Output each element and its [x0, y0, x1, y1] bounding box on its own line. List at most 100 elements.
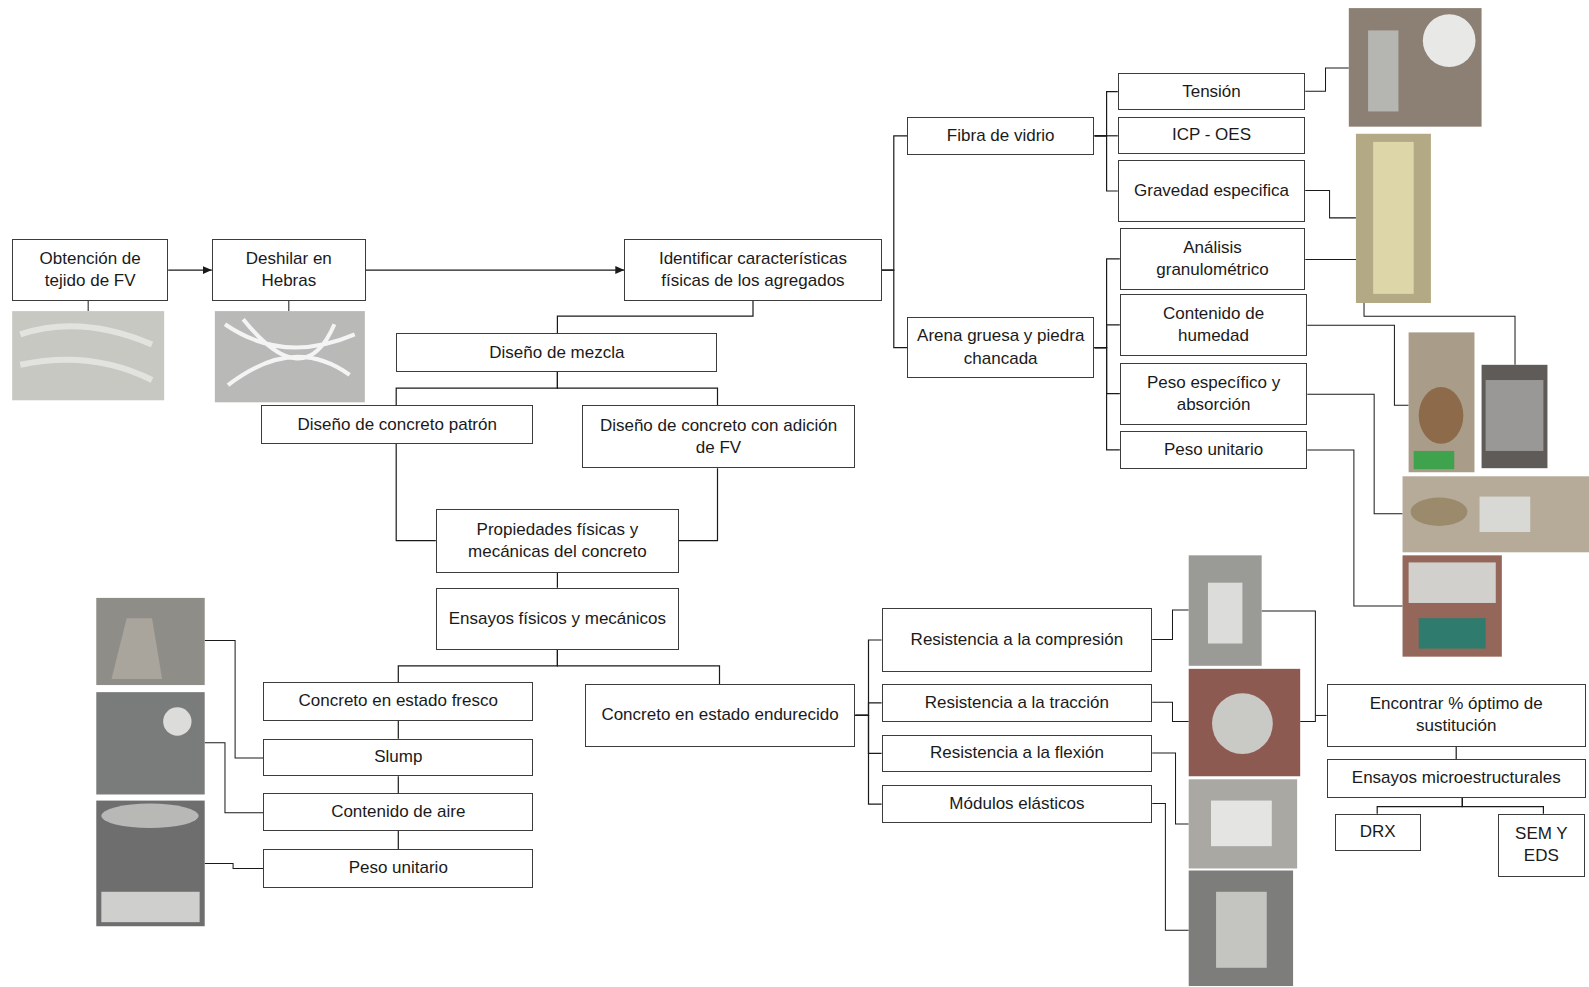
- box-label: Propiedades físicas y mecánicas del conc…: [445, 519, 670, 563]
- process-box: Slump: [263, 739, 533, 776]
- box-label: Peso específico y absorción: [1129, 372, 1298, 416]
- box-label: Resistencia a la compresión: [911, 629, 1124, 651]
- process-box: Diseño de concreto patrón: [261, 405, 533, 444]
- box-label: Análisis granulométrico: [1129, 237, 1296, 281]
- leader-line: [1305, 68, 1349, 91]
- process-box: Fibra de vidrio: [907, 117, 1094, 156]
- leader-line: [1305, 191, 1356, 218]
- box-label: Ensayos físicos y mecánicos: [449, 608, 666, 630]
- box-label: SEM Y EDS: [1507, 823, 1576, 867]
- process-box: Ensayos físicos y mecánicos: [436, 588, 679, 650]
- connector: [398, 721, 399, 739]
- process-box: Módulos elásticos: [882, 785, 1153, 822]
- box-label: Contenido de humedad: [1129, 303, 1298, 347]
- photo: [96, 801, 204, 927]
- connector: [1456, 747, 1457, 759]
- photo: [96, 598, 204, 685]
- leader-line: [1307, 325, 1408, 405]
- process-box: Ensayos microestructurales: [1327, 759, 1586, 798]
- photo: [1409, 332, 1475, 472]
- leader-line: [1152, 804, 1188, 931]
- connector: [855, 640, 881, 715]
- box-label: Fibra de vidrio: [947, 125, 1055, 147]
- leader-line: [1307, 394, 1402, 514]
- photo: [1349, 8, 1482, 127]
- process-box: Peso específico y absorción: [1120, 363, 1307, 425]
- photo-detail: [111, 618, 162, 679]
- connector: [679, 468, 718, 540]
- box-label: ICP - OES: [1172, 124, 1251, 146]
- process-box: Arena gruesa y piedra chancada: [907, 317, 1094, 378]
- photo-detail: [163, 707, 191, 735]
- box-label: Módulos elásticos: [949, 793, 1084, 815]
- connector: [557, 650, 719, 684]
- photo-detail: [1486, 380, 1544, 451]
- process-box: ICP - OES: [1118, 117, 1305, 154]
- photo-detail: [1211, 801, 1272, 847]
- photo-detail: [1419, 618, 1486, 648]
- box-label: Concreto en estado endurecido: [601, 704, 838, 726]
- photo-detail: [1414, 451, 1455, 469]
- leader-line: [1152, 753, 1188, 824]
- box-label: Diseño de concreto patrón: [298, 414, 497, 436]
- photo-detail: [1368, 30, 1398, 111]
- process-box: Resistencia a la flexión: [882, 735, 1153, 772]
- box-label: Peso unitario: [349, 857, 448, 879]
- process-box: Resistencia a la compresión: [882, 608, 1153, 672]
- connector: [557, 573, 558, 588]
- process-box: Encontrar % óptimo de sustitución: [1327, 684, 1586, 747]
- photo-detail: [1373, 142, 1414, 294]
- process-box: Propiedades físicas y mecánicas del conc…: [436, 509, 679, 573]
- photo-detail: [101, 892, 199, 922]
- leader-line: [88, 301, 89, 311]
- photo: [1403, 555, 1502, 656]
- leader-line: [288, 301, 289, 311]
- leader-line: [205, 640, 264, 758]
- photo: [1189, 871, 1293, 987]
- photo: [1482, 365, 1548, 468]
- process-box: Concreto en estado fresco: [263, 682, 533, 721]
- photo-detail: [1409, 562, 1496, 603]
- process-box: Contenido de humedad: [1120, 294, 1307, 356]
- box-label: Encontrar % óptimo de sustitución: [1336, 693, 1577, 737]
- connector: [396, 372, 557, 405]
- process-box: Identificar características físicas de l…: [624, 239, 881, 301]
- box-label: Resistencia a la tracción: [925, 692, 1109, 714]
- box-label: Deshilar en Hebras: [221, 248, 357, 292]
- process-box: DRX: [1335, 814, 1421, 851]
- process-box: Resistencia a la tracción: [882, 684, 1153, 721]
- box-label: Slump: [374, 746, 422, 768]
- process-box: SEM Y EDS: [1498, 814, 1585, 877]
- process-box: Concreto en estado endurecido: [585, 684, 856, 747]
- box-label: Concreto en estado fresco: [299, 690, 498, 712]
- photo: [1189, 555, 1262, 665]
- process-box: Análisis granulométrico: [1120, 228, 1305, 290]
- connector: [398, 776, 399, 793]
- photo-detail: [1216, 892, 1267, 968]
- box-label: Identificar características físicas de l…: [633, 248, 872, 292]
- photo: [215, 311, 365, 402]
- process-box: Deshilar en Hebras: [212, 239, 366, 301]
- box-label: DRX: [1360, 821, 1396, 843]
- photo: [96, 692, 204, 794]
- box-label: Resistencia a la flexión: [930, 742, 1104, 764]
- connector: [557, 301, 753, 333]
- photo-detail: [225, 319, 355, 385]
- connector: [1462, 798, 1543, 814]
- photo-detail: [1411, 498, 1468, 526]
- connector: [882, 136, 907, 270]
- photo: [1356, 134, 1431, 303]
- connector: [557, 372, 717, 405]
- box-label: Obtención de tejido de FV: [21, 248, 159, 292]
- process-box: Obtención de tejido de FV: [12, 239, 168, 301]
- leader-line: [205, 863, 264, 868]
- connector: [855, 703, 881, 716]
- leader-line: [1307, 450, 1402, 606]
- process-box: Gravedad especifica: [1118, 160, 1305, 222]
- connector: [398, 650, 557, 682]
- leader-line: [1152, 702, 1188, 721]
- box-label: Tensión: [1182, 81, 1241, 103]
- box-label: Diseño de concreto con adición de FV: [591, 415, 847, 459]
- connector: [855, 715, 881, 804]
- connector: [882, 270, 907, 348]
